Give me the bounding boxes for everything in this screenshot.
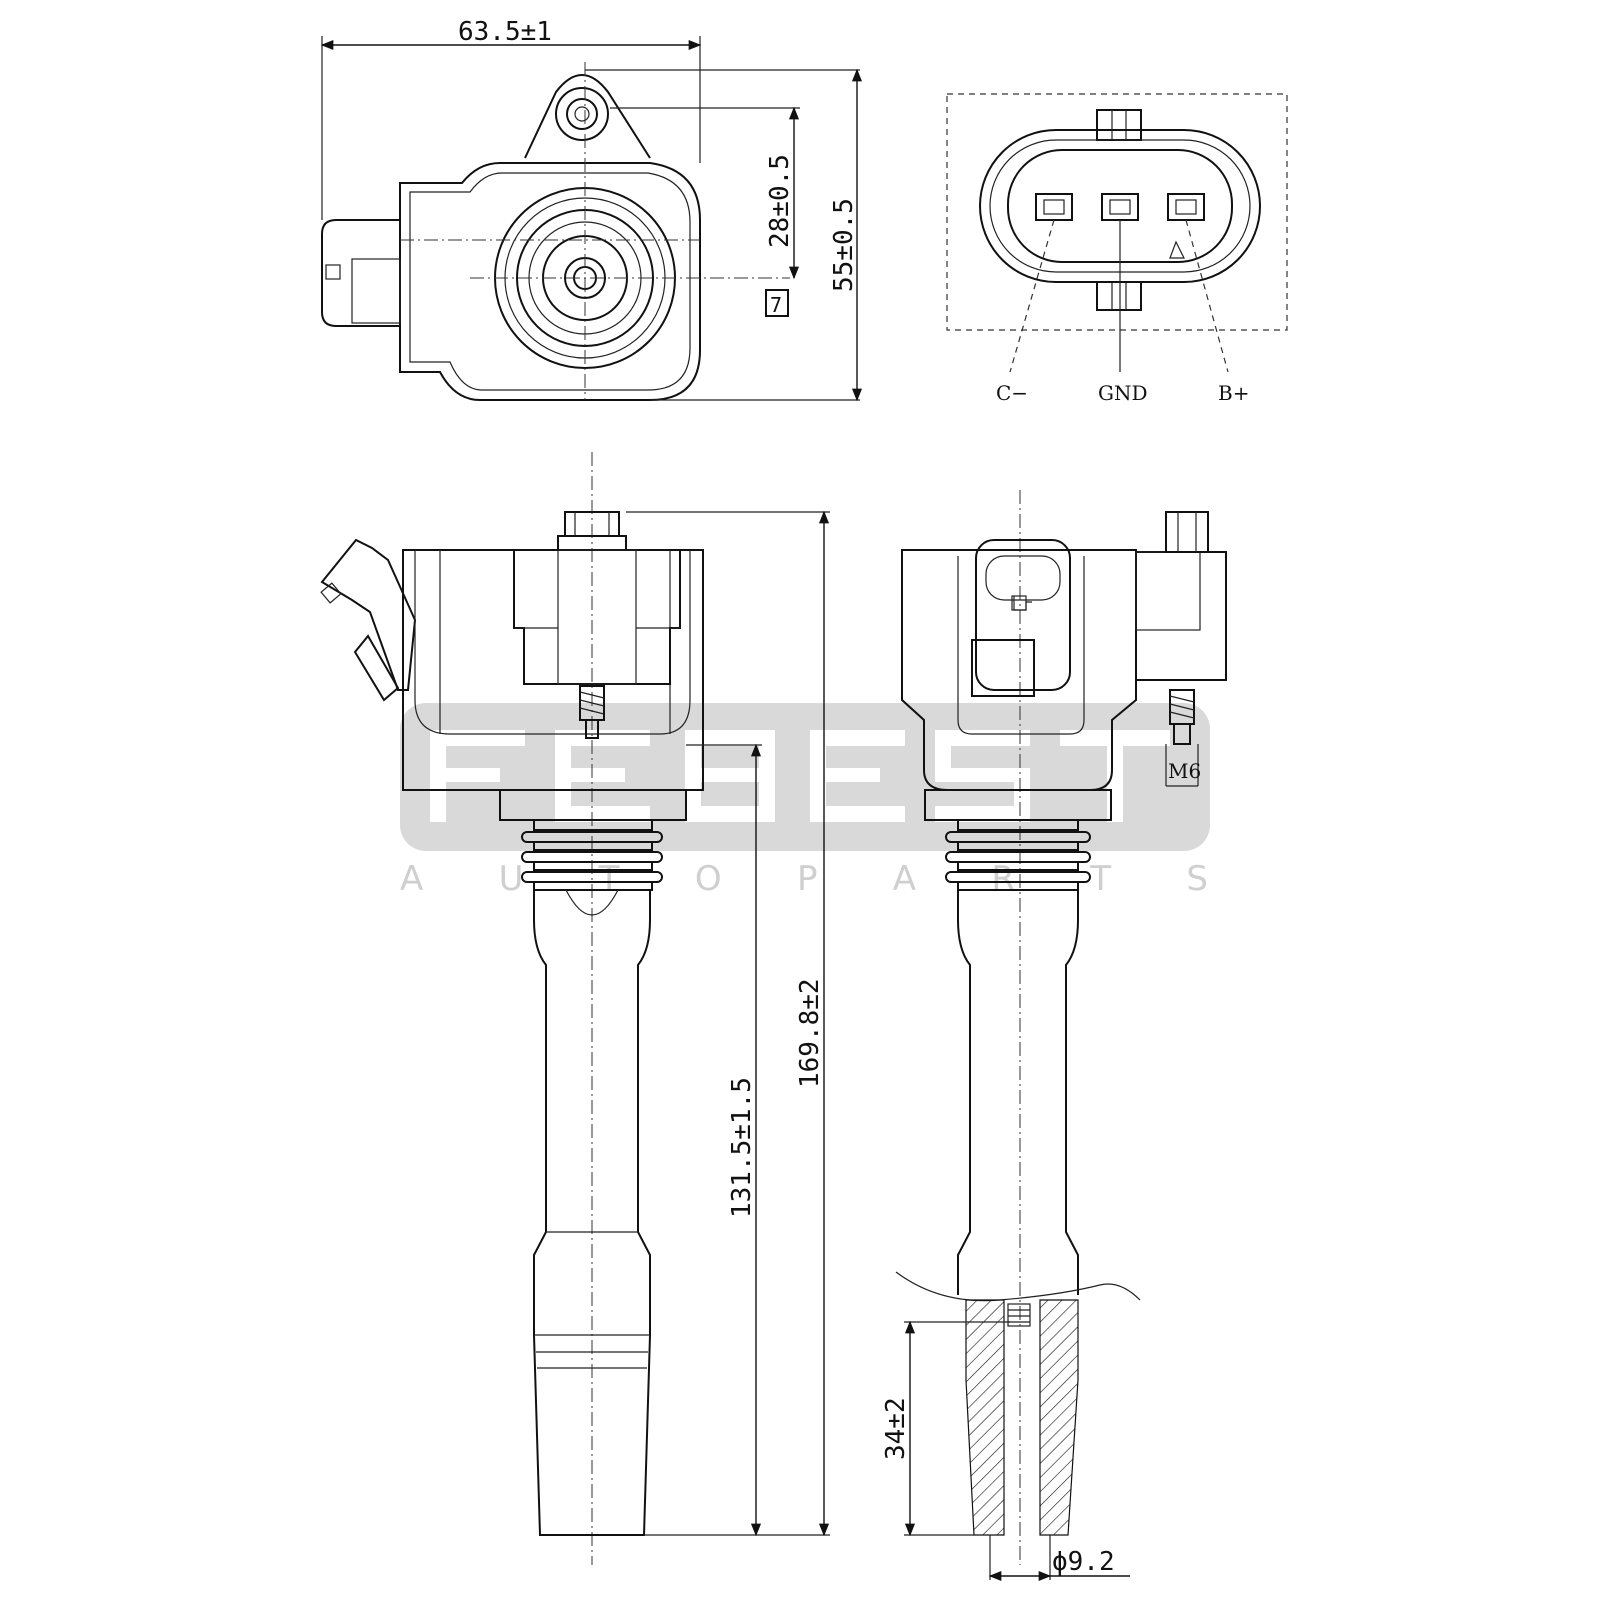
side-m6-stud (1165, 689, 1199, 787)
front-boot-seam (565, 889, 619, 916)
connector-view: C− GND B+ (946, 93, 1288, 405)
leader-b-plus (1185, 219, 1229, 373)
connector-key-notch (1169, 240, 1185, 259)
side-mount-ear (1135, 511, 1227, 681)
leader-c-minus (1009, 219, 1055, 373)
section-hatch-left (965, 1299, 1005, 1536)
front-core-block (513, 550, 681, 685)
connector-frame (946, 93, 1288, 331)
dim-169-label: 169.8±2 (795, 978, 825, 1088)
side-boot-left (957, 890, 971, 1295)
side-view: M6 34±2 ϕ9.2 (881, 490, 1227, 1582)
top-view: 63.5±1 28±0.5 7 55±0.5 (320, 17, 863, 402)
section-hatch-right (1039, 1299, 1079, 1536)
side-boot-right (1065, 890, 1079, 1295)
coil-body-top (399, 162, 701, 401)
connector-top (321, 219, 400, 327)
datum-box (765, 289, 789, 317)
dim-34-label: 34±2 (881, 1397, 911, 1460)
connector-pin-b-plus (1167, 193, 1205, 221)
datum-box-label: 7 (770, 293, 782, 317)
mount-ear (524, 74, 651, 159)
pin-label-gnd: GND (1098, 381, 1148, 405)
connector-bottom-tab (1096, 281, 1142, 311)
pin-label-b-plus: B+ (1218, 381, 1249, 405)
thread-label: M6 (1168, 759, 1201, 783)
front-boot-tube (533, 890, 651, 1536)
dim-phi-label: ϕ9.2 (1052, 1547, 1115, 1577)
mount-hole-core (574, 106, 590, 122)
connector-pin-gnd (1101, 193, 1139, 221)
side-boot-ribs (945, 819, 1091, 891)
watermark-band (400, 703, 1210, 851)
watermark: A U T O P A R T S (400, 703, 1210, 899)
front-boot-ribs (521, 819, 663, 891)
section-break-line (895, 1271, 1141, 1302)
pin-label-c-minus: C− (996, 381, 1028, 405)
dim-width-label: 63.5±1 (458, 17, 552, 47)
connector-top-tab (1096, 109, 1142, 141)
connector-key (325, 264, 341, 280)
dim-28-label: 28±0.5 (765, 154, 795, 248)
connector-latch (351, 258, 401, 324)
connector-pin-c-minus (1035, 193, 1073, 221)
mount-hole-outer (555, 87, 609, 141)
mount-hole-inner (566, 98, 598, 130)
side-connector (971, 539, 1071, 697)
coil-body-inner-edge (409, 172, 691, 391)
side-head-inner (957, 556, 1085, 735)
dim-131-label: 131.5±1.5 (727, 1077, 757, 1218)
front-head-inner (414, 550, 691, 735)
section-spring (1007, 1303, 1031, 1327)
front-connector (320, 538, 417, 702)
front-view: 169.8±2 131.5±1.5 (320, 452, 830, 1565)
dim-55-label: 55±0.5 (829, 198, 859, 292)
